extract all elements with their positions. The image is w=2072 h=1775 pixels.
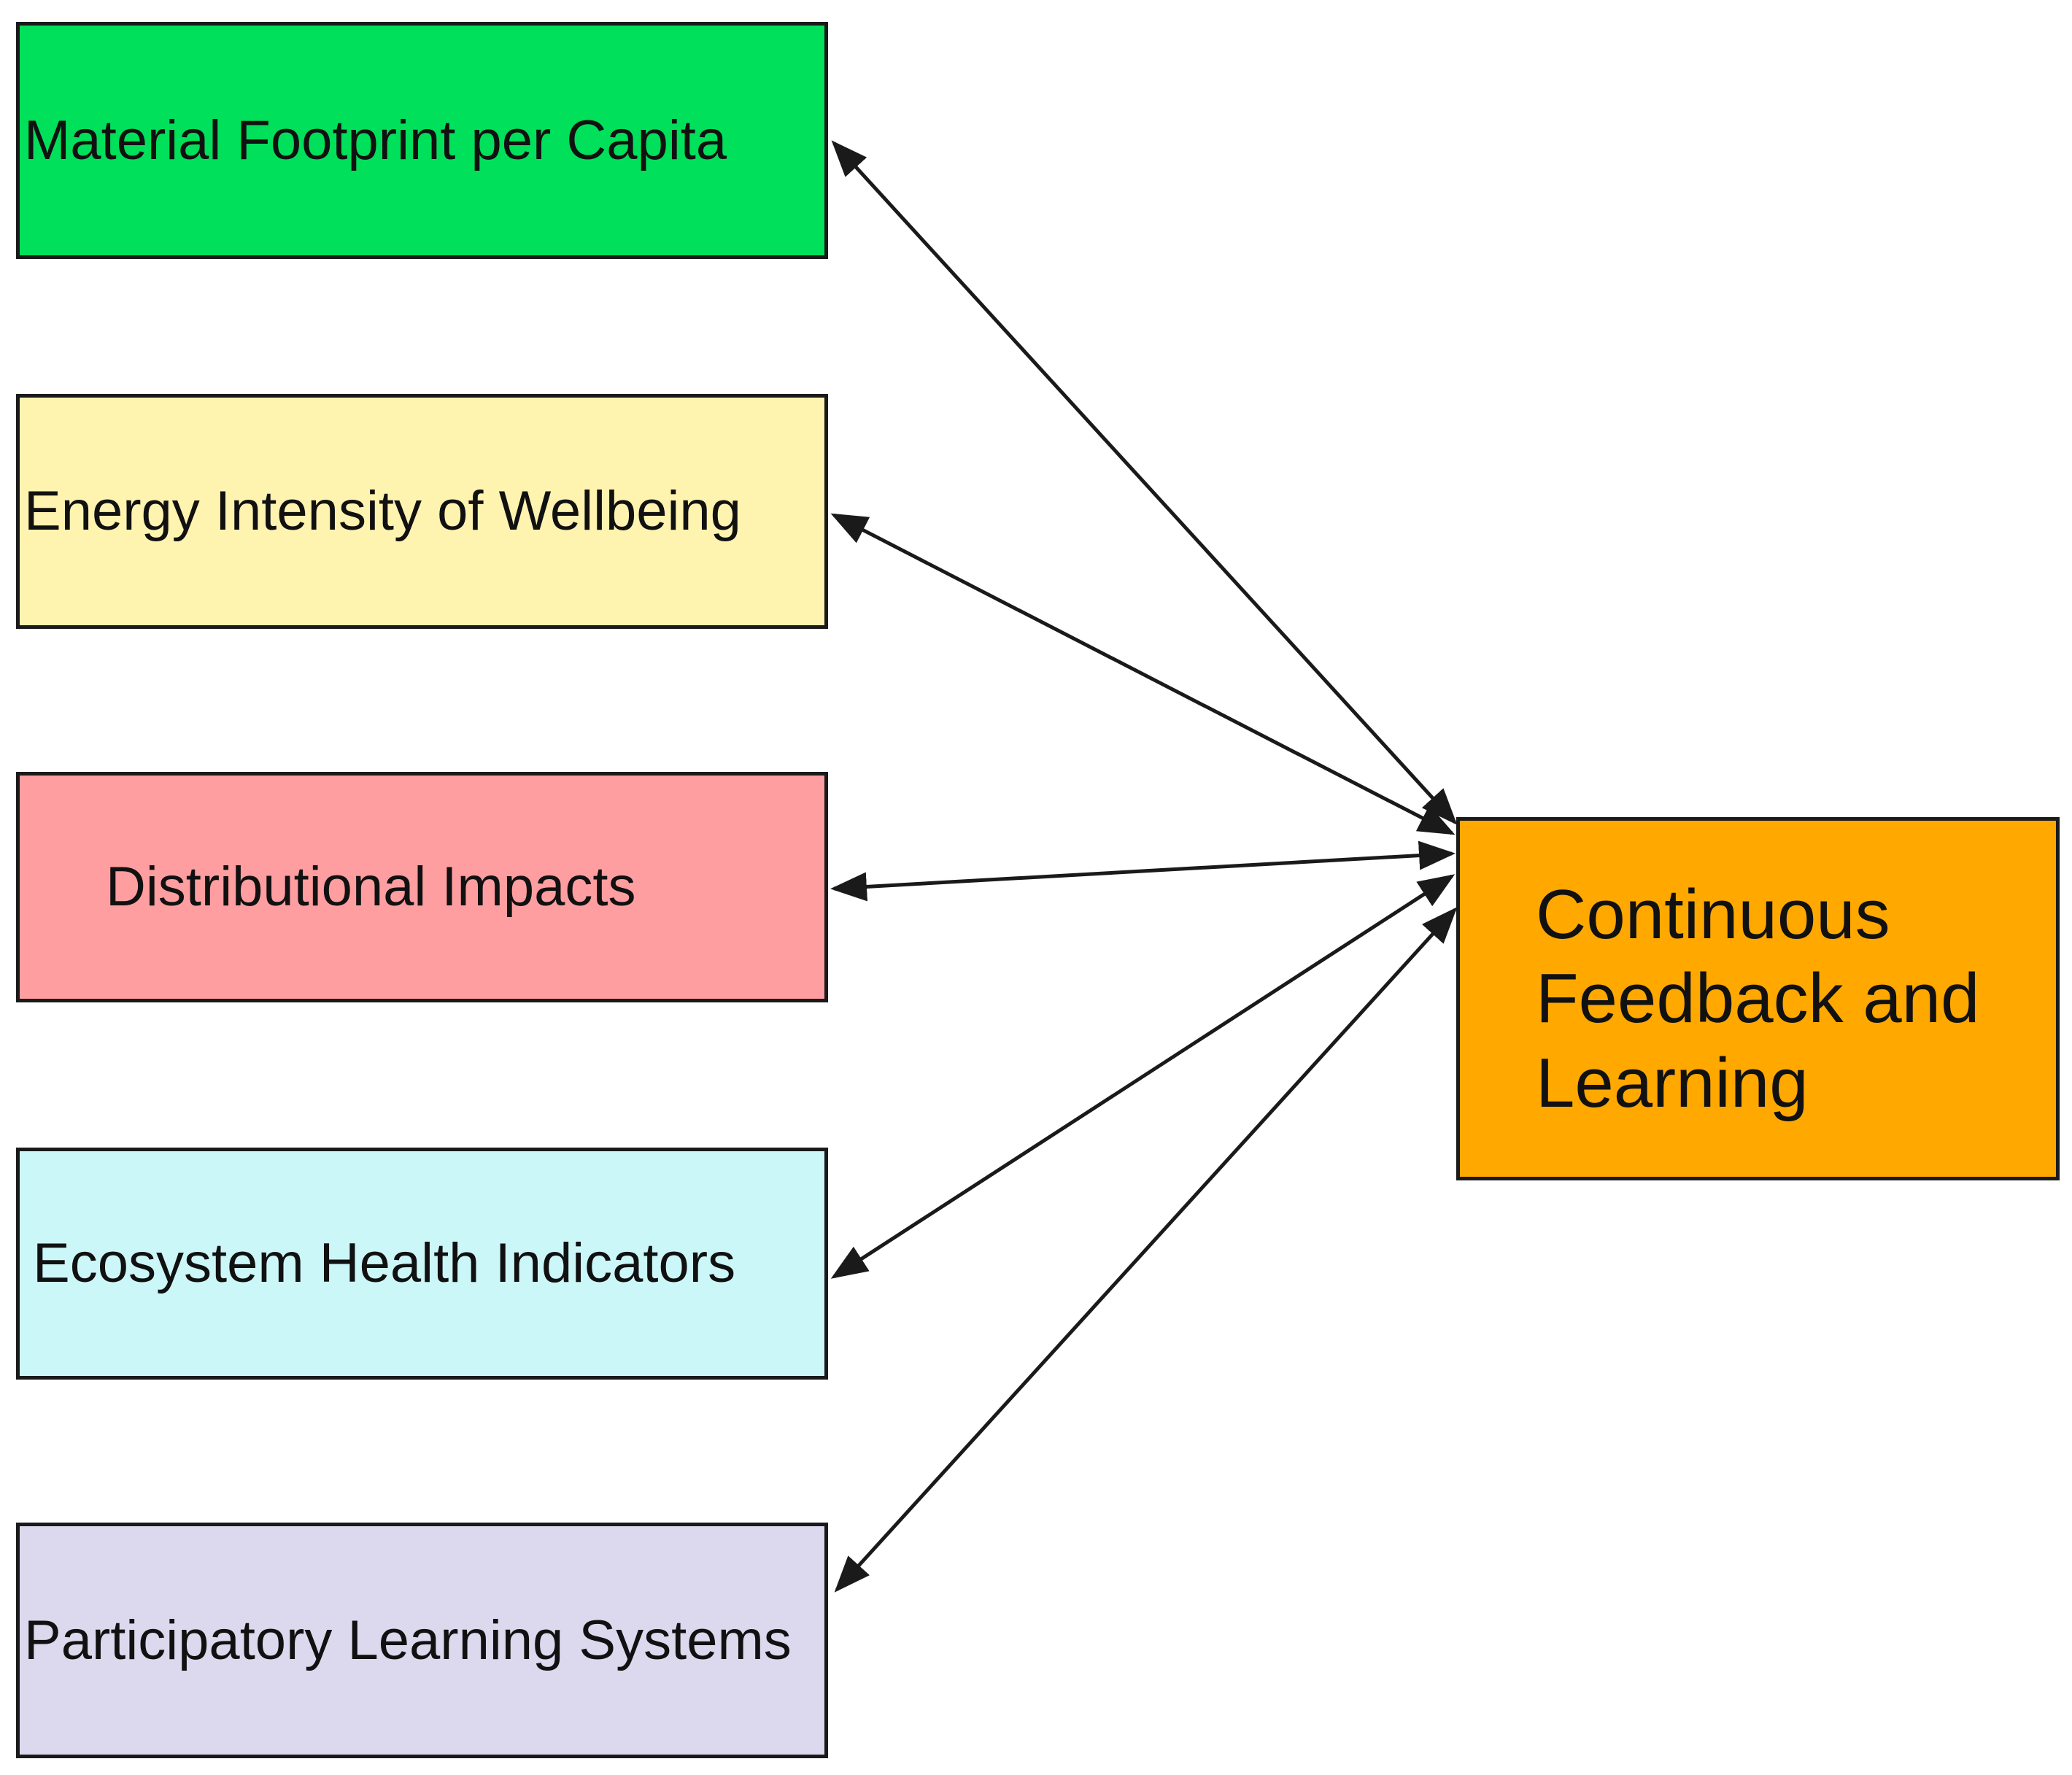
arrow-ecosystem-health	[830, 874, 1456, 1279]
material-footprint-label: Material Footprint per Capita	[24, 109, 727, 171]
energy-intensity-label: Energy Intensity of Wellbeing	[24, 480, 741, 543]
energy-intensity-box: Energy Intensity of Wellbeing	[16, 394, 828, 629]
participatory-learning-label: Participatory Learning Systems	[24, 1609, 792, 1671]
distributional-impacts-box: Distributional Impacts	[16, 772, 828, 1002]
distributional-impacts-label: Distributional Impacts	[106, 856, 636, 919]
material-footprint-box: Material Footprint per Capita	[16, 22, 828, 259]
continuous-feedback-box: Continuous Feedback and Learning	[1456, 817, 2060, 1180]
ecosystem-health-label: Ecosystem Health Indicators	[33, 1232, 736, 1295]
ecosystem-health-box: Ecosystem Health Indicators	[16, 1148, 828, 1380]
arrow-material-footprint	[831, 140, 1458, 825]
participatory-learning-box: Participatory Learning Systems	[16, 1523, 828, 1758]
arrow-participatory-learning	[834, 907, 1458, 1593]
arrow-distributional-impacts	[830, 840, 1456, 902]
continuous-feedback-label: Continuous Feedback and Learning	[1536, 875, 1980, 1122]
arrow-energy-intensity	[830, 513, 1456, 835]
